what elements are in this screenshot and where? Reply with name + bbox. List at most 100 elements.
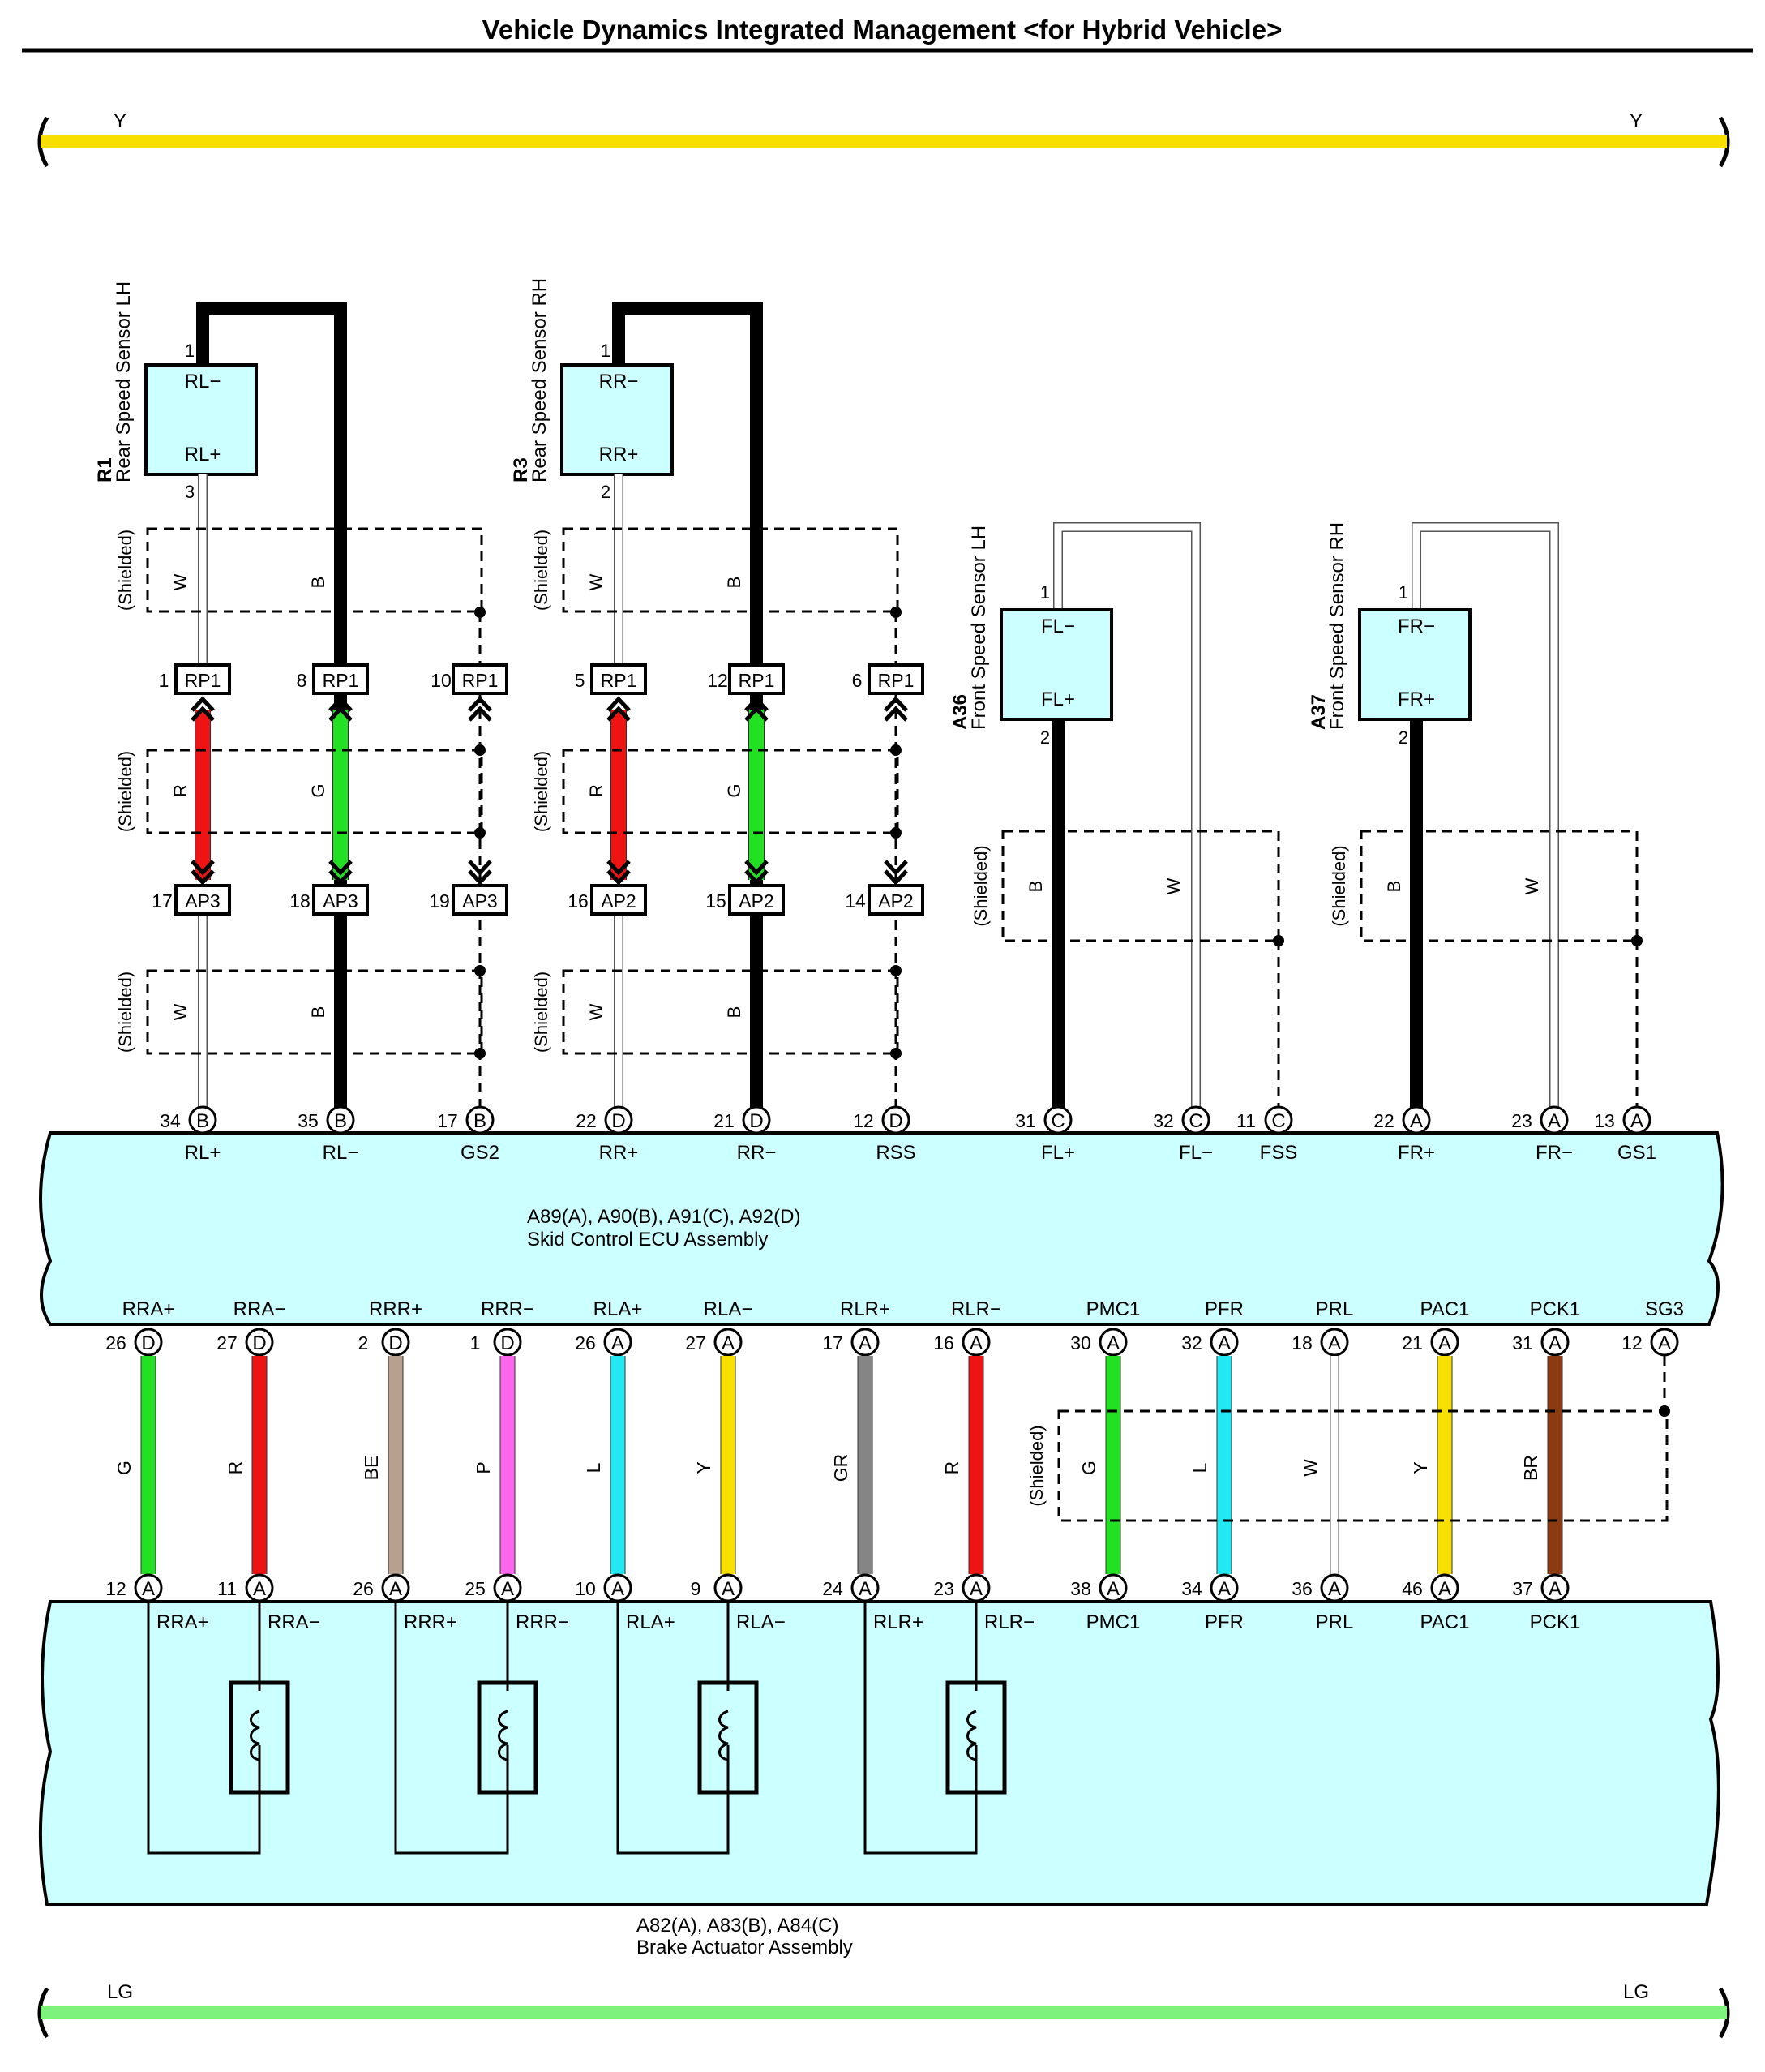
ecu-bottom-pin-2-signal: RRR+ bbox=[369, 1298, 422, 1320]
ecu-top-pin-1-num: 35 bbox=[298, 1110, 319, 1131]
ap-connector-4-pin: 15 bbox=[705, 890, 726, 912]
front-sensor-0-w-loop bbox=[1054, 523, 1200, 1122]
ecu-bottom-pin-9-letter: A bbox=[1218, 1332, 1231, 1354]
ecu-bottom-pin-8 bbox=[1099, 1328, 1128, 1357]
actuator-pin-10-letter: A bbox=[1328, 1578, 1341, 1600]
sensor-0-drain-dot-3 bbox=[474, 1048, 486, 1059]
sensor-1-code: R3 bbox=[510, 457, 532, 483]
front-sensor-1-w-loop bbox=[1412, 523, 1558, 1122]
ecu-top-pin-7-num: 32 bbox=[1153, 1110, 1174, 1131]
sensor-1-shield-lower-label: (Shielded) bbox=[531, 972, 551, 1053]
ecu-bottom-pin-3 bbox=[493, 1328, 522, 1357]
ecu-bottom-pin-11 bbox=[1430, 1328, 1459, 1357]
ecu-top-pin-3 bbox=[604, 1105, 633, 1135]
sensor-0-drain-dot-0 bbox=[474, 607, 486, 618]
ap-connector-1-chevron bbox=[328, 860, 353, 886]
front-sensor-0-label-b: B bbox=[1026, 881, 1046, 893]
sensor-1-pin-bottom: 2 bbox=[601, 482, 610, 502]
front-sensor-0-top-signal: FL− bbox=[1041, 616, 1075, 637]
ap-connector-2-pin: 19 bbox=[429, 890, 450, 912]
sensor-0-shield-upper bbox=[146, 527, 483, 613]
rp-connector-2-pin: 10 bbox=[431, 670, 452, 691]
actuator-pin-7-signal: RLR− bbox=[984, 1611, 1035, 1633]
front-sensor-1-top-signal: FR− bbox=[1398, 616, 1435, 637]
ecu-bottom-pin-6 bbox=[850, 1328, 880, 1357]
front-sensor-0-label-w: W bbox=[1163, 877, 1184, 894]
sensor-1-label-upper-b: B bbox=[724, 577, 744, 589]
ap-connector-0 bbox=[174, 884, 231, 916]
lower-wire-3-label: P bbox=[473, 1461, 494, 1474]
front-sensor-0-box bbox=[1000, 608, 1113, 721]
front-sensor-0-pin-bottom: 2 bbox=[1040, 727, 1050, 748]
sensor-0-box bbox=[144, 363, 258, 476]
actuator-pin-7 bbox=[962, 1573, 991, 1602]
front-sensor-1-name: Front Speed Sensor RH bbox=[1326, 522, 1348, 730]
ecu-bottom-pin-1-letter: D bbox=[252, 1332, 266, 1354]
ecu-top-pin-3-num: 22 bbox=[576, 1110, 597, 1131]
front-sensor-1-shield-label: (Shielded) bbox=[1329, 845, 1349, 926]
sensor-1-label-upper-a: W bbox=[586, 573, 606, 590]
ecu-top-pin-8-signal: FSS bbox=[1260, 1142, 1298, 1164]
solenoid-2-box bbox=[697, 1680, 759, 1795]
ecu-top-pin-4-letter: D bbox=[749, 1110, 763, 1132]
sensor-1-drain-dot-3 bbox=[890, 1048, 902, 1059]
actuator-pin-8 bbox=[1099, 1573, 1128, 1602]
ecu-bottom-pin-3-letter: D bbox=[500, 1332, 514, 1354]
ecu-top-pin-8-num: 11 bbox=[1236, 1110, 1256, 1131]
sensor-1-bottom-signal: RR+ bbox=[599, 444, 639, 465]
actuator-pin-11 bbox=[1430, 1573, 1459, 1602]
ecu-bottom-pin-10-letter: A bbox=[1328, 1332, 1341, 1354]
actuator-pin-8-num: 38 bbox=[1070, 1578, 1091, 1599]
sensor-1-shield-lower bbox=[562, 969, 899, 1055]
rp-connector-2-name: RP1 bbox=[462, 670, 499, 691]
ap-connector-4-name: AP2 bbox=[739, 890, 773, 912]
actuator-pin-11-signal: PAC1 bbox=[1420, 1611, 1470, 1633]
ecu-top-pin-10-letter: A bbox=[1548, 1110, 1561, 1132]
rp-connector-0-chevron bbox=[191, 696, 215, 722]
sensor-1-pin-top: 1 bbox=[601, 341, 610, 361]
sensor-0-shield-upper-label: (Shielded) bbox=[115, 530, 135, 611]
rp-connector-1 bbox=[312, 663, 369, 695]
rp-connector-2-chevron bbox=[468, 696, 492, 722]
ecu-top-pin-0 bbox=[188, 1105, 217, 1135]
ap-connector-0-chevron bbox=[191, 860, 215, 886]
ap-connector-1-pin: 18 bbox=[289, 890, 311, 912]
actuator-pin-4-letter: A bbox=[611, 1578, 624, 1600]
ecu-top-pin-1 bbox=[326, 1105, 355, 1135]
sensor-1-drain-dot-0 bbox=[890, 607, 902, 618]
rp-connector-5-name: RP1 bbox=[878, 670, 915, 691]
ecu-bottom-pin-0-num: 26 bbox=[105, 1332, 126, 1353]
ap-connector-5-name: AP2 bbox=[878, 890, 913, 912]
lower-wire-9-label: L bbox=[1189, 1462, 1210, 1473]
actuator-pin-4 bbox=[603, 1573, 632, 1602]
lower-wire-5-label: Y bbox=[693, 1461, 714, 1474]
ecu-top-pin-7-letter: C bbox=[1189, 1110, 1202, 1132]
front-sensor-1-box bbox=[1358, 608, 1472, 721]
sensor-0-label-lower-b: B bbox=[308, 1006, 328, 1019]
ecu-top-pin-9-num: 22 bbox=[1373, 1110, 1394, 1131]
rp-connector-4-pin: 12 bbox=[707, 670, 728, 691]
ecu-top-pin-11-signal: GS1 bbox=[1617, 1142, 1656, 1164]
solenoid-1-coil-icon bbox=[498, 1710, 508, 1761]
sensor-0-shield-lower-label: (Shielded) bbox=[115, 972, 135, 1053]
ecu-bottom-pin-1-signal: RRA− bbox=[233, 1298, 286, 1320]
ap-connector-5-chevron bbox=[884, 860, 908, 886]
top-rail-right-bracket bbox=[1718, 116, 1730, 168]
sensor-0-label-upper-a: W bbox=[170, 573, 191, 590]
ecu-top-pin-6-letter: C bbox=[1051, 1110, 1065, 1132]
top-rail-left-bracket bbox=[37, 116, 49, 168]
ecu-top-pin-11 bbox=[1622, 1105, 1651, 1135]
sensor-0-pin-bottom: 3 bbox=[185, 482, 195, 502]
ecu-bottom-pin-2 bbox=[381, 1328, 410, 1357]
actuator-pin-2 bbox=[381, 1573, 410, 1602]
actuator-pin-3-signal: RRR− bbox=[516, 1611, 569, 1633]
front-sensor-1-label-w: W bbox=[1522, 877, 1542, 894]
actuator-pin-8-signal: PMC1 bbox=[1086, 1611, 1141, 1633]
lower-shield-label: (Shielded) bbox=[1026, 1425, 1047, 1506]
actuator-pin-1-letter: A bbox=[253, 1578, 266, 1600]
bottom-rail-right-bracket bbox=[1718, 1987, 1730, 2039]
sensor-0-pin-top: 1 bbox=[185, 341, 195, 361]
actuator-pin-9-num: 34 bbox=[1181, 1578, 1202, 1599]
sensor-1-shield-upper bbox=[562, 527, 899, 613]
